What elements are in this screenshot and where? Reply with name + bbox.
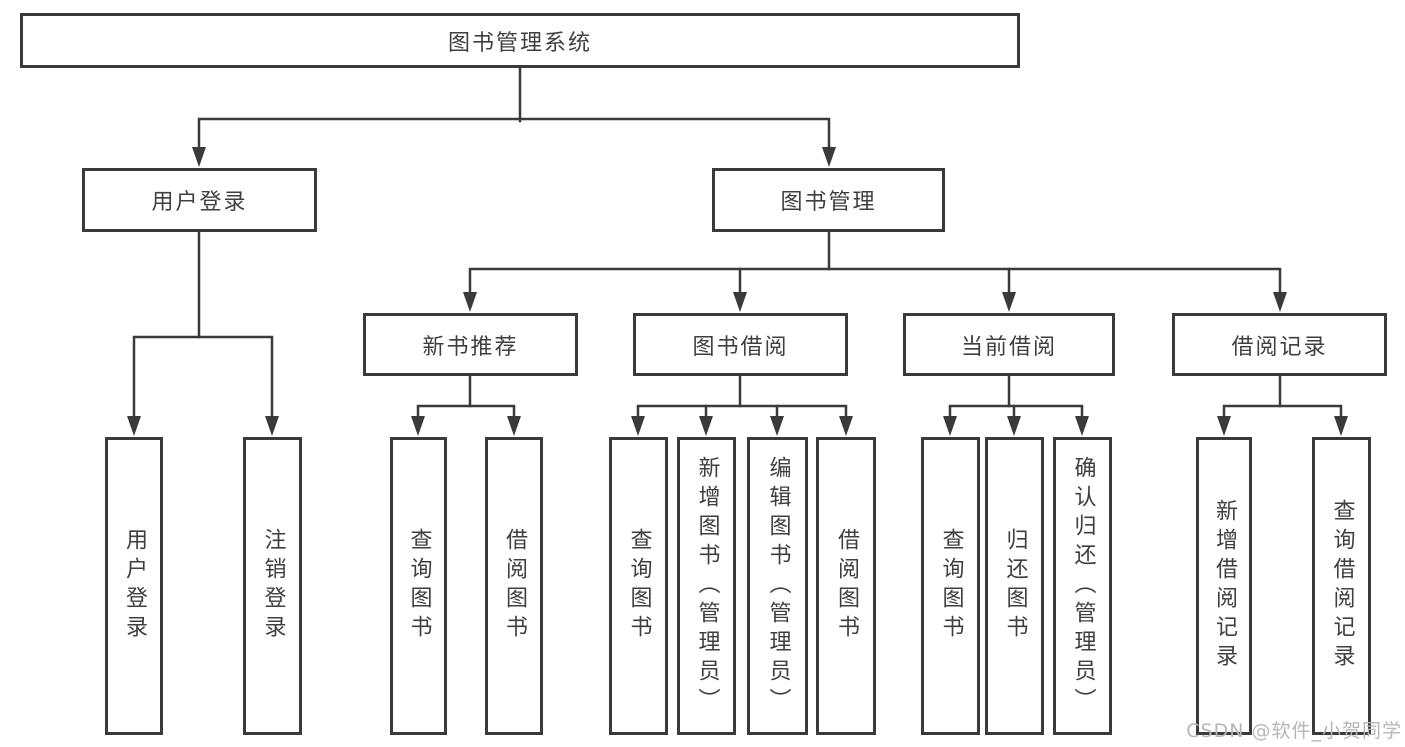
- arrowheads: [127, 147, 1348, 436]
- leaf-borrow-books-recommend: 借阅图书: [485, 437, 543, 735]
- leaf-query-books-recommend: 查询图书: [390, 437, 447, 735]
- leaf-label: 查询图书: [406, 528, 432, 644]
- leaf-confirm-return-admin: 确认归还（管理员）: [1053, 437, 1112, 735]
- leaf-label: 归还图书: [1002, 528, 1028, 644]
- leaf-label: 借阅图书: [502, 528, 527, 644]
- node-label: 新书推荐: [422, 334, 519, 360]
- leaf-label: 查询借阅记录: [1329, 499, 1355, 673]
- node-new-book-recommendation: 新书推荐: [363, 313, 578, 376]
- leaf-logout-login: 注销登录: [243, 437, 302, 735]
- leaf-user-login: 用户登录: [105, 437, 163, 735]
- leaf-label: 查询图书: [938, 528, 964, 644]
- node-label: 图书借阅: [692, 334, 789, 360]
- leaf-borrow-books-borrowing: 借阅图书: [816, 437, 876, 735]
- leaf-query-books-current: 查询图书: [921, 437, 980, 735]
- node-book-borrowing: 图书借阅: [633, 313, 848, 376]
- leaf-add-borrow-record: 新增借阅记录: [1196, 437, 1252, 735]
- leaf-label: 借阅图书: [834, 528, 859, 644]
- node-current-borrowing: 当前借阅: [903, 313, 1115, 376]
- node-label: 图书管理系统: [447, 30, 592, 56]
- leaf-query-books-borrowing: 查询图书: [609, 437, 668, 735]
- leaf-label: 用户登录: [122, 528, 147, 644]
- node-label: 当前借阅: [960, 334, 1057, 360]
- node-book-management: 图书管理: [712, 168, 945, 232]
- leaf-label: 编辑图书（管理员）: [765, 455, 791, 717]
- leaf-add-books-admin: 新增图书（管理员）: [677, 437, 736, 735]
- leaf-return-books: 归还图书: [985, 437, 1044, 735]
- node-label: 图书管理: [780, 190, 877, 215]
- node-borrowing-records: 借阅记录: [1172, 313, 1387, 376]
- leaf-label: 注销登录: [260, 528, 286, 644]
- leaf-label: 查询图书: [626, 528, 652, 644]
- node-label: 借阅记录: [1231, 334, 1328, 360]
- leaf-label: 新增借阅记录: [1212, 499, 1237, 673]
- leaf-query-borrow-record: 查询借阅记录: [1312, 437, 1371, 735]
- watermark: CSDN @软件_小贺同学: [1186, 720, 1402, 742]
- leaf-label: 确认归还（管理员）: [1070, 455, 1096, 717]
- leaf-edit-books-admin: 编辑图书（管理员）: [747, 437, 808, 735]
- node-label: 用户登录: [151, 190, 248, 215]
- leaf-label: 新增图书（管理员）: [694, 455, 720, 717]
- node-user-login: 用户登录: [82, 168, 317, 232]
- node-book-management-system: 图书管理系统: [20, 13, 1020, 68]
